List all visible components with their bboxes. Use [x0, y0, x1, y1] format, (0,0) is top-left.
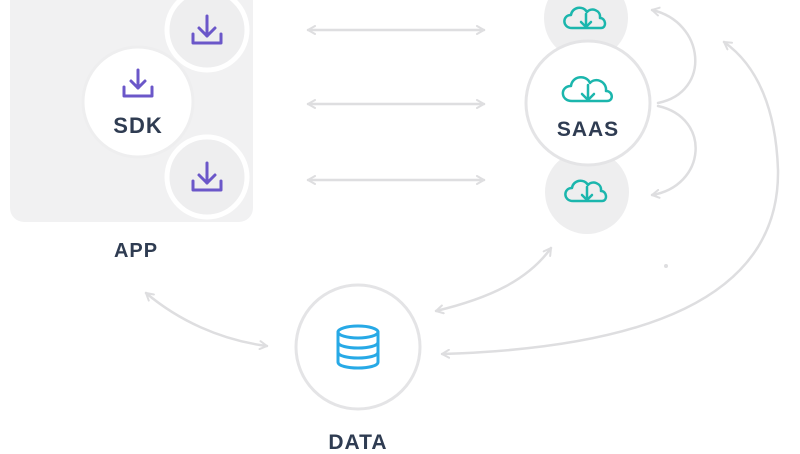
arrow-data-saas-inner — [434, 246, 553, 315]
arrow-app-data — [144, 291, 269, 351]
app-label: APP — [114, 240, 158, 262]
saas-node: SAAS — [524, 39, 652, 167]
arrow-saas-loop-bottom — [650, 104, 697, 199]
database-icon — [336, 324, 380, 370]
cloud-download-icon — [564, 179, 608, 203]
cloud-download-icon — [561, 76, 613, 103]
cloud-download-icon — [563, 6, 607, 30]
download-icon — [191, 14, 223, 45]
download-icon — [191, 161, 223, 192]
saas-label: SAAS — [557, 118, 619, 141]
app-node-top — [164, 0, 250, 73]
sdk-label: SDK — [113, 113, 162, 138]
download-icon — [122, 68, 154, 98]
sdk-node: SDK — [81, 45, 195, 159]
data-node — [294, 283, 422, 411]
decorative-dot — [664, 264, 668, 268]
app-node-bottom — [164, 134, 250, 220]
data-label: DATA — [328, 431, 387, 454]
arrow-data-saas-outer — [440, 40, 780, 359]
arrow-saas-loop-top — [650, 6, 697, 105]
saas-node-bottom — [545, 150, 629, 234]
